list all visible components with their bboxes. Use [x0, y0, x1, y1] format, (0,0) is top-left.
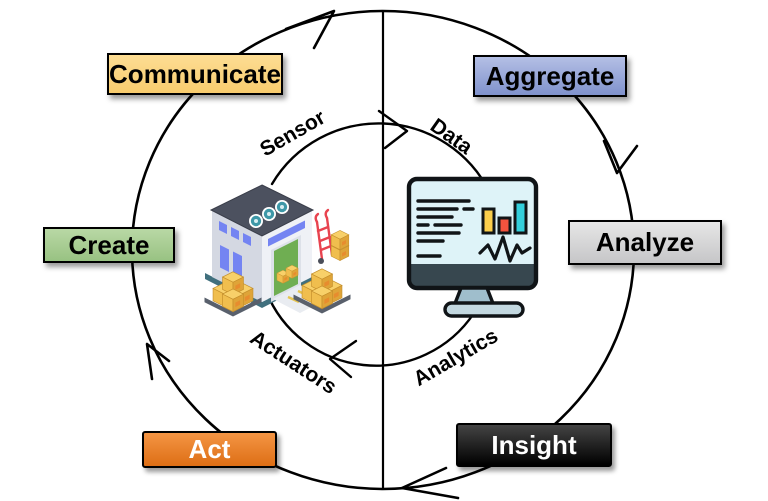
actuators-analytics-arc	[264, 289, 476, 367]
monitor-bezel	[409, 264, 536, 288]
warehouse-roof	[209, 184, 315, 237]
warehouse-windows	[219, 220, 305, 278]
arrowhead-icon	[602, 139, 639, 175]
stage-act: Act	[142, 431, 277, 468]
sensor-data-arc	[270, 122, 492, 195]
stage-analyze: Analyze	[568, 220, 722, 265]
inner-cycle-arcs	[264, 109, 492, 379]
report-text-lines	[416, 199, 475, 258]
stage-insight: Insight	[456, 423, 612, 467]
pulse-line-icon	[478, 235, 532, 263]
stage-create: Create	[43, 227, 175, 263]
warehouse-icon	[205, 184, 351, 316]
roof-vent-icons	[249, 200, 289, 228]
stage-communicate: Communicate	[107, 53, 283, 95]
stage-aggregate: Aggregate	[473, 55, 627, 97]
warehouse-doorway	[271, 235, 301, 302]
arrowhead-icon	[145, 342, 171, 381]
handtruck-icon	[314, 208, 350, 264]
monitor-base	[443, 301, 525, 318]
arrowhead-icon	[377, 109, 409, 150]
analytics-monitor-icon	[406, 176, 539, 318]
arrowhead-icon	[328, 339, 358, 379]
arrowhead-icon	[400, 466, 460, 500]
bar-chart-icon	[481, 200, 528, 235]
arrowhead-icon	[284, 9, 336, 50]
monitor-screen	[409, 179, 536, 288]
